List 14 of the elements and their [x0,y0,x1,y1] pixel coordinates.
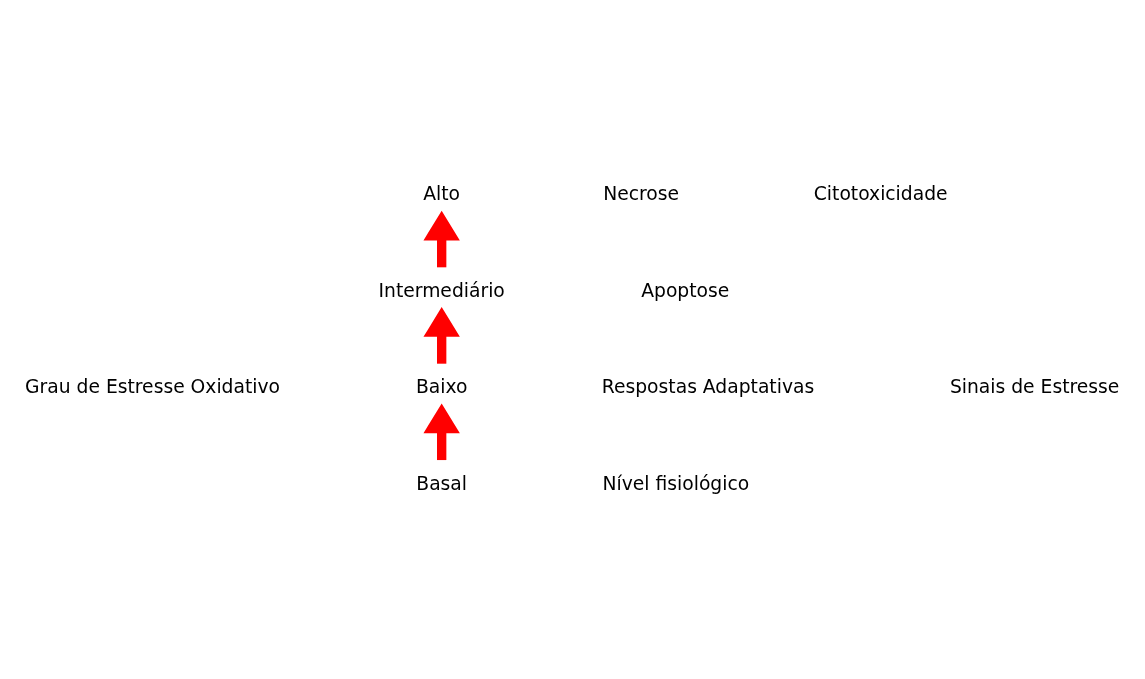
arrow [423,210,460,267]
label: Nível fisiológico [602,472,750,494]
label: Necrose [603,182,680,204]
node-text: Intermediário [378,279,505,301]
label: Respostas Adaptativas [601,375,815,397]
label: Sinais de Estresse [949,375,1120,397]
node-text: Basal [416,472,468,494]
arrow [423,306,460,364]
node-text: Alto [423,182,461,204]
node-text: Baixo [415,375,468,397]
label: Grau de Estresse Oxidativo [25,375,281,397]
label: Apoptose [641,279,730,301]
arrow [423,402,460,460]
label: Citotoxicidade [813,182,948,204]
